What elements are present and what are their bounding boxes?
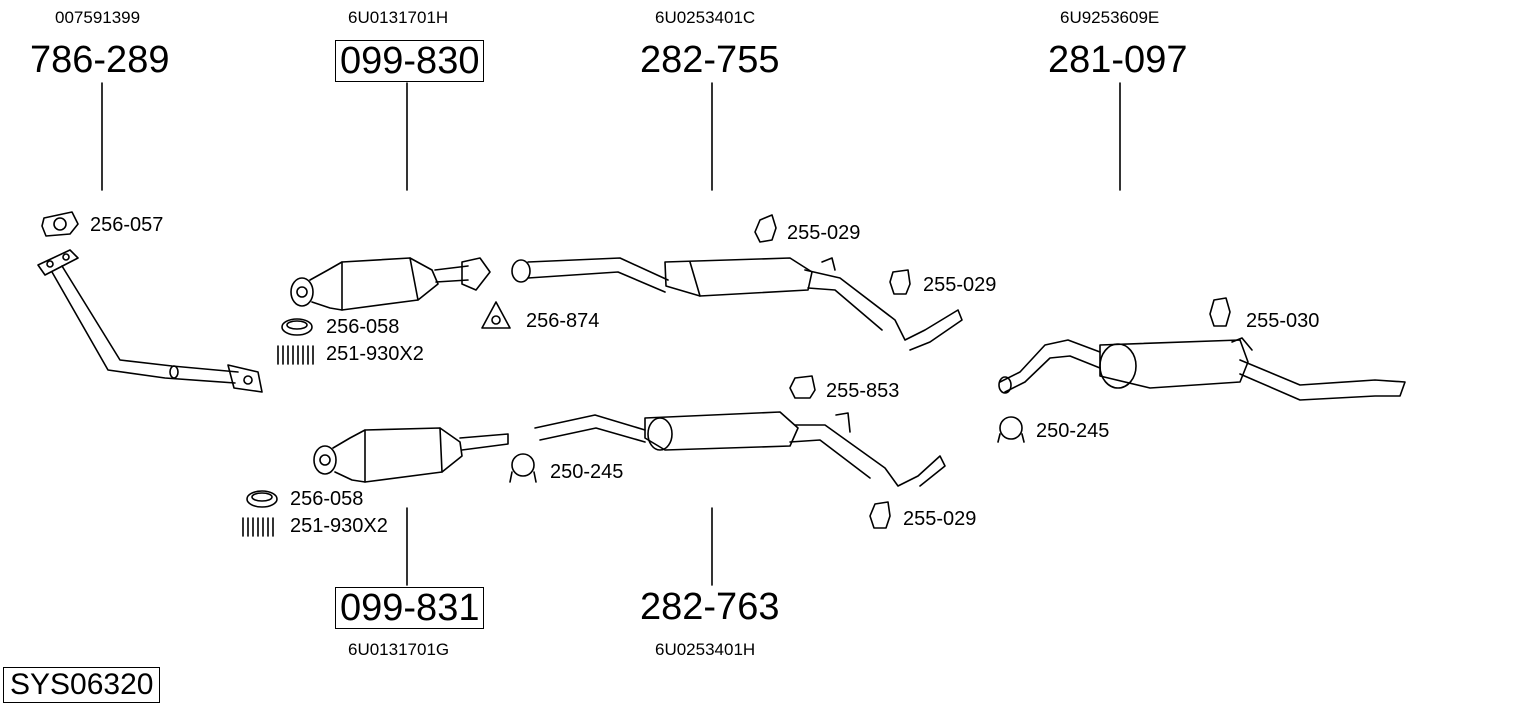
clamp-drawing bbox=[511, 453, 535, 477]
accessory-label[interactable]: 256-057 bbox=[90, 214, 164, 236]
gasket-256-057-drawing bbox=[41, 211, 79, 237]
catalytic-converter-upper-drawing bbox=[290, 257, 491, 311]
catalytic-converter-lower-drawing bbox=[313, 427, 509, 483]
part-number[interactable]: 281-097 bbox=[1048, 39, 1188, 81]
oem-number: 6U0253401H bbox=[655, 640, 756, 659]
middle-silencer-upper-drawing bbox=[511, 257, 963, 351]
part-number[interactable]: 786-289 bbox=[30, 39, 170, 81]
oem-number: 6U0131701H bbox=[348, 8, 449, 27]
accessory-label[interactable]: 251-930X2 bbox=[326, 343, 424, 365]
part-number-boxed[interactable]: 099-831 bbox=[335, 587, 485, 629]
rubber-mount-drawing bbox=[754, 214, 777, 243]
oem-number: 6U0131701G bbox=[348, 640, 450, 659]
front-pipe-drawing bbox=[37, 249, 263, 393]
oem-number: 6U9253609E bbox=[1060, 8, 1160, 27]
oem-number: 6U0253401C bbox=[655, 8, 756, 27]
accessory-label[interactable]: 255-030 bbox=[1246, 310, 1320, 332]
ring-gasket-drawing bbox=[281, 318, 313, 336]
accessory-label[interactable]: 250-245 bbox=[1036, 420, 1110, 442]
part-number[interactable]: 282-763 bbox=[640, 586, 780, 628]
accessory-label[interactable]: 251-930X2 bbox=[290, 515, 388, 537]
accessory-label[interactable]: 256-058 bbox=[326, 316, 400, 338]
part-number[interactable]: 282-755 bbox=[640, 39, 780, 81]
oem-number: 007591399 bbox=[55, 8, 141, 27]
accessory-label[interactable]: 255-029 bbox=[787, 222, 861, 244]
part-number-boxed[interactable]: 099-830 bbox=[335, 40, 485, 82]
gasket-256-874-drawing bbox=[481, 301, 511, 329]
middle-silencer-lower-drawing bbox=[534, 411, 946, 487]
accessory-label[interactable]: 250-245 bbox=[550, 461, 624, 483]
rear-silencer-drawing bbox=[998, 337, 1406, 401]
system-id-badge: SYS06320 bbox=[3, 667, 161, 703]
accessory-label[interactable]: 255-029 bbox=[903, 508, 977, 530]
accessory-label[interactable]: 255-029 bbox=[923, 274, 997, 296]
springs-drawing bbox=[277, 345, 314, 365]
accessory-label[interactable]: 256-874 bbox=[526, 310, 600, 332]
accessory-label[interactable]: 255-853 bbox=[826, 380, 900, 402]
accessory-label[interactable]: 256-058 bbox=[290, 488, 364, 510]
